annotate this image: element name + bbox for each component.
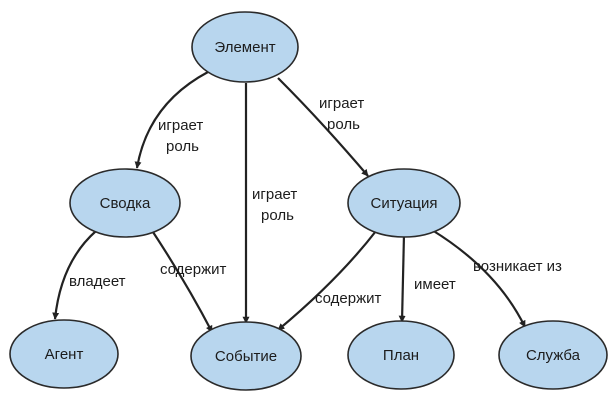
node-agent: Агент <box>9 319 119 389</box>
edge-element-summary <box>134 71 209 169</box>
node-label-plan: План <box>383 347 419 364</box>
node-label-event: Событие <box>215 348 277 365</box>
node-label-agent: Агент <box>45 346 84 363</box>
node-event: Событие <box>190 321 302 391</box>
node-service: Служба <box>498 320 608 390</box>
node-plan: План <box>347 320 455 390</box>
edge-label-element-situation: играет роль <box>319 95 368 133</box>
edge-situation-service <box>431 229 526 328</box>
edge-summary-agent <box>52 230 97 320</box>
edge-label-element-summary: играет роль <box>158 117 207 155</box>
edge-label-situation-event: содержит <box>315 290 382 307</box>
edge-situation-plan <box>398 233 406 323</box>
node-label-situation: Ситуация <box>370 195 437 212</box>
edge-labels: играет роль играет роль играет роль влад… <box>69 95 562 307</box>
edge-situation-event <box>277 230 377 331</box>
node-summary: Сводка <box>69 168 181 238</box>
edge-element-situation <box>277 77 369 177</box>
node-label-element: Элемент <box>214 39 275 56</box>
node-label-summary: Сводка <box>100 195 151 212</box>
node-situation: Ситуация <box>347 168 461 238</box>
edge-label-summary-event: содержит <box>160 261 227 278</box>
edge-label-element-event: играет роль <box>252 186 301 224</box>
edge-label-situation-service: возникает из <box>473 258 562 275</box>
node-label-service: Служба <box>526 347 581 364</box>
edges <box>52 71 526 333</box>
edge-label-summary-agent: владеет <box>69 273 126 290</box>
node-element: Элемент <box>191 11 299 83</box>
edge-label-situation-plan: имеет <box>414 276 456 293</box>
edge-summary-event <box>150 228 213 333</box>
